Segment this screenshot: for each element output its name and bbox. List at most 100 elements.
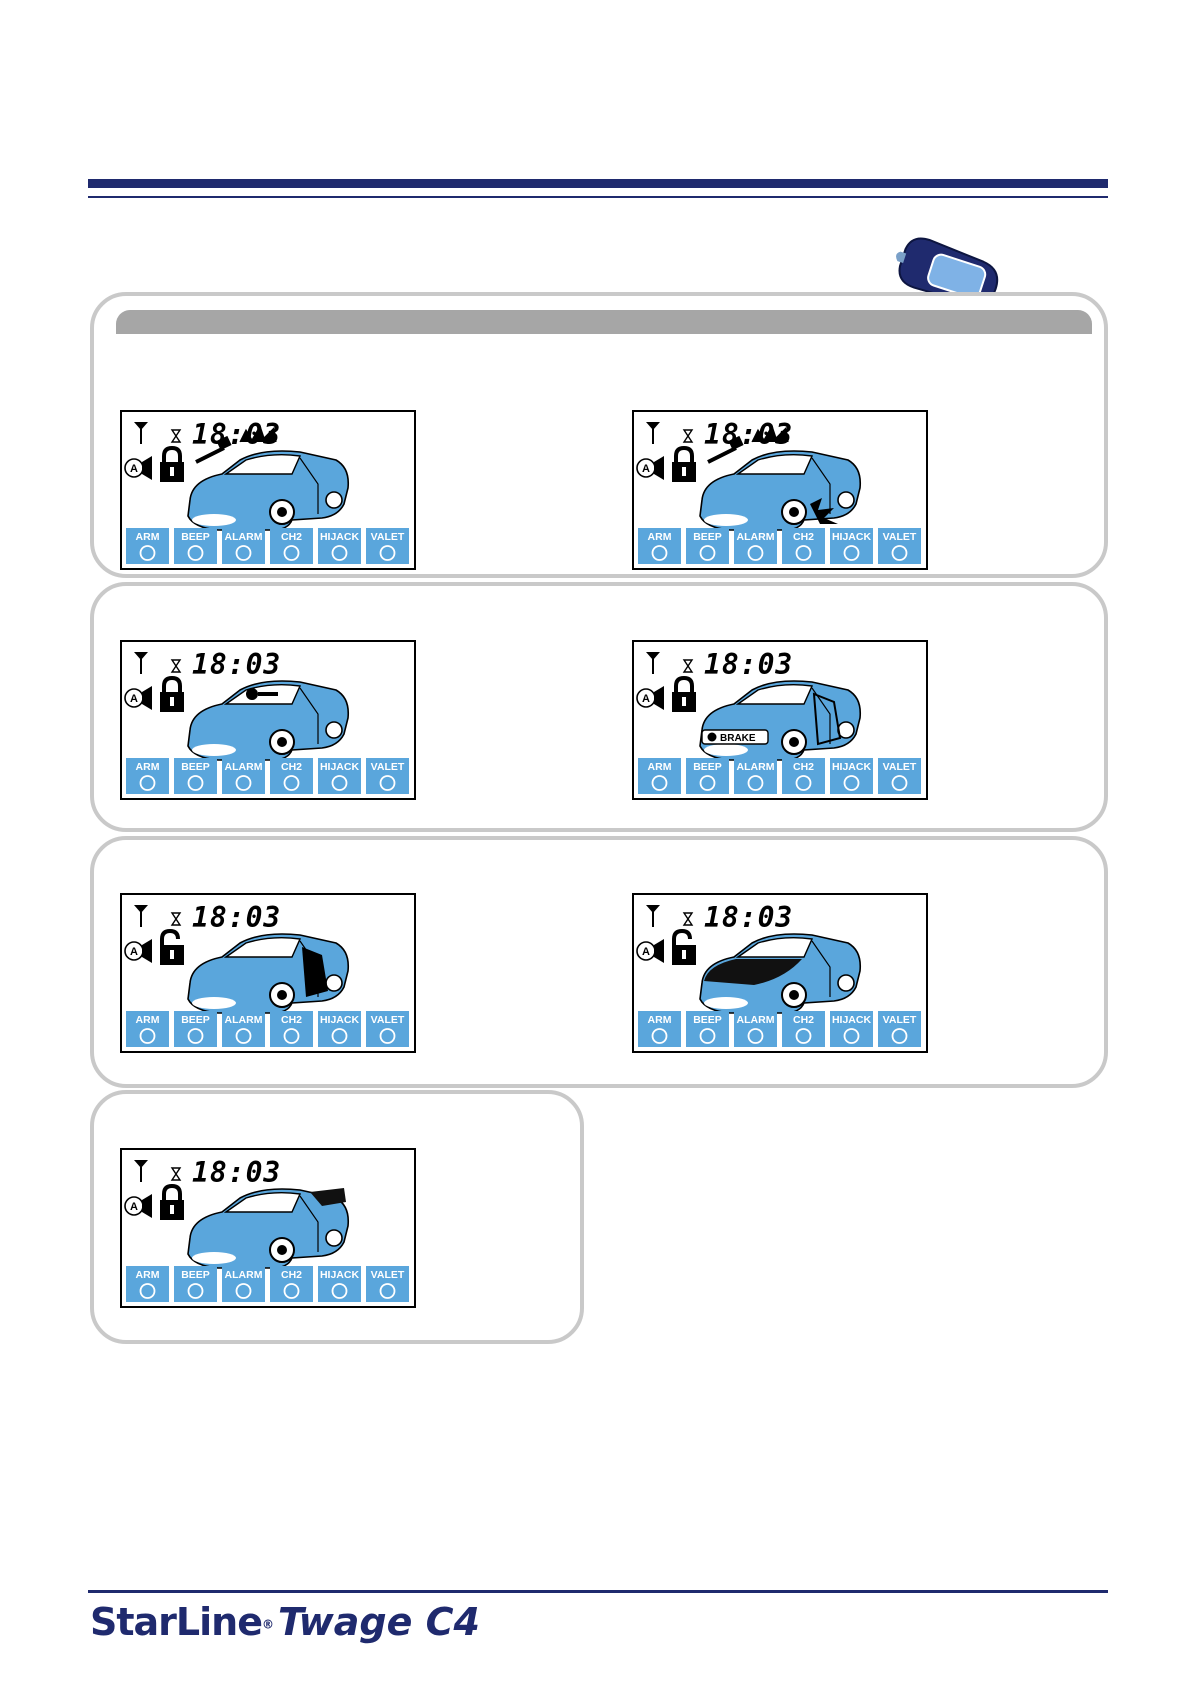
- svg-text:A: A: [642, 463, 650, 475]
- padlock-icon: [160, 675, 184, 712]
- ch2-indicator: CH2: [782, 1011, 825, 1047]
- svg-text:BEEP: BEEP: [693, 1014, 722, 1026]
- svg-text:CH2: CH2: [281, 531, 302, 543]
- svg-text:BEEP: BEEP: [693, 761, 722, 773]
- beep-indicator: BEEP: [174, 1266, 217, 1302]
- speaker-icon: A: [124, 686, 152, 710]
- brand-logo: StarLine®Twage C4: [90, 1600, 480, 1644]
- svg-text:ALARM: ALARM: [225, 1014, 263, 1026]
- alarm-indicator: ALARM: [734, 1011, 777, 1047]
- beep-indicator: BEEP: [686, 758, 729, 794]
- svg-text:HIJACK: HIJACK: [832, 531, 872, 543]
- padlock-icon: [672, 445, 696, 482]
- arm-indicator: ARM: [638, 758, 681, 794]
- valet-indicator: VALET: [878, 528, 921, 564]
- wheel-shock-icon: [810, 498, 838, 524]
- svg-text:BEEP: BEEP: [181, 531, 210, 543]
- valet-indicator: VALET: [366, 758, 409, 794]
- ch2-indicator: CH2: [270, 528, 313, 564]
- svg-text:ARM: ARM: [136, 761, 160, 773]
- car-icon: [187, 1188, 350, 1269]
- svg-text:A: A: [130, 1201, 138, 1213]
- hourglass-icon: [170, 429, 182, 443]
- key-fob-icon: [896, 237, 999, 306]
- beep-indicator: BEEP: [686, 1011, 729, 1047]
- hourglass-icon: [170, 1167, 182, 1181]
- speaker-icon: A: [124, 1194, 152, 1218]
- svg-text:BRAKE: BRAKE: [720, 733, 756, 744]
- ignition-key-icon: [246, 688, 278, 700]
- brand-model: Twage C4: [277, 1600, 480, 1644]
- svg-text:A: A: [130, 946, 138, 958]
- ch2-indicator: CH2: [782, 758, 825, 794]
- speaker-icon: A: [124, 939, 152, 963]
- clock-time: 18:03: [192, 648, 281, 681]
- antenna-icon: [646, 652, 660, 674]
- unlocked-padlock-icon: [160, 928, 184, 965]
- hijack-indicator: HIJACK: [830, 528, 873, 564]
- svg-text:VALET: VALET: [371, 761, 405, 773]
- arm-indicator: ARM: [126, 1266, 169, 1302]
- trunk-open-indicator: [310, 1188, 346, 1206]
- antenna-icon: [134, 422, 148, 444]
- speaker-icon: A: [636, 939, 664, 963]
- svg-text:HIJACK: HIJACK: [320, 1269, 360, 1281]
- valet-indicator: VALET: [878, 1011, 921, 1047]
- hammer-icon: [195, 435, 232, 464]
- svg-text:BEEP: BEEP: [181, 1014, 210, 1026]
- arm-indicator: ARM: [638, 528, 681, 564]
- registered-mark: ®: [261, 1617, 274, 1632]
- svg-text:VALET: VALET: [371, 1269, 405, 1281]
- clock-time: 18:03: [704, 901, 793, 934]
- svg-text:CH2: CH2: [793, 1014, 814, 1026]
- clock-time: 18:03: [704, 418, 793, 451]
- ch2-indicator: CH2: [270, 1266, 313, 1302]
- svg-text:ARM: ARM: [648, 531, 672, 543]
- hijack-indicator: HIJACK: [830, 1011, 873, 1047]
- svg-text:HIJACK: HIJACK: [320, 1014, 360, 1026]
- svg-text:ARM: ARM: [136, 1014, 160, 1026]
- alarm-indicator: ALARM: [222, 1011, 265, 1047]
- header-rule: [88, 179, 1108, 188]
- svg-text:VALET: VALET: [883, 531, 917, 543]
- brake-indicator: BRAKE: [701, 729, 769, 745]
- beep-indicator: BEEP: [174, 528, 217, 564]
- valet-indicator: VALET: [366, 528, 409, 564]
- clock-time: 18:03: [704, 648, 793, 681]
- antenna-icon: [134, 905, 148, 927]
- car-icon: [187, 933, 350, 1014]
- svg-text:A: A: [130, 693, 138, 705]
- ch2-indicator: CH2: [270, 758, 313, 794]
- hijack-indicator: HIJACK: [318, 758, 361, 794]
- svg-text:A: A: [642, 946, 650, 958]
- arm-indicator: ARM: [126, 758, 169, 794]
- car-icon: [699, 933, 862, 1014]
- hourglass-icon: [170, 659, 182, 673]
- padlock-icon: [672, 675, 696, 712]
- arm-indicator: ARM: [126, 1011, 169, 1047]
- clock-time: 18:03: [192, 418, 281, 451]
- hourglass-icon: [682, 659, 694, 673]
- beep-indicator: BEEP: [174, 1011, 217, 1047]
- panel-header-bar: [116, 310, 1092, 334]
- hijack-indicator: HIJACK: [318, 1266, 361, 1302]
- valet-indicator: VALET: [366, 1011, 409, 1047]
- valet-indicator: VALET: [366, 1266, 409, 1302]
- svg-text:ALARM: ALARM: [225, 531, 263, 543]
- car-icon: [187, 680, 350, 761]
- hood-open-indicator: [704, 959, 802, 985]
- svg-text:CH2: CH2: [281, 1269, 302, 1281]
- svg-text:BEEP: BEEP: [693, 531, 722, 543]
- svg-text:BEEP: BEEP: [181, 1269, 210, 1281]
- svg-text:BEEP: BEEP: [181, 761, 210, 773]
- svg-text:ARM: ARM: [648, 1014, 672, 1026]
- arm-indicator: ARM: [638, 1011, 681, 1047]
- padlock-icon: [160, 445, 184, 482]
- clock-time: 18:03: [192, 901, 281, 934]
- car-icon: [699, 450, 862, 531]
- antenna-icon: [646, 422, 660, 444]
- hijack-indicator: HIJACK: [830, 758, 873, 794]
- hijack-indicator: HIJACK: [318, 528, 361, 564]
